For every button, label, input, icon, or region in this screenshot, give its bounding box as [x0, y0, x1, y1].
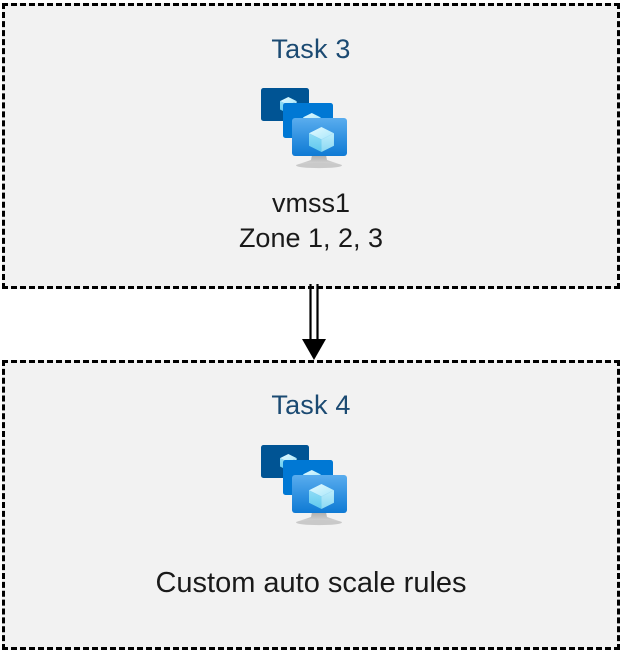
task-3-title: Task 3 [271, 34, 351, 64]
azure-vm-scale-set-icon [261, 445, 347, 526]
connector-arrow-task3-to-task4 [302, 284, 326, 360]
task-3-caption: vmss1 Zone 1, 2, 3 [238, 188, 384, 253]
task-node-task-3[interactable]: Task 3 [2, 3, 620, 289]
task-4-title: Task 4 [271, 390, 351, 420]
task-4-caption: Custom auto scale rules [155, 567, 467, 599]
task-node-task-4[interactable]: Task 4 [2, 360, 620, 650]
azure-vm-scale-set-icon [261, 88, 347, 169]
